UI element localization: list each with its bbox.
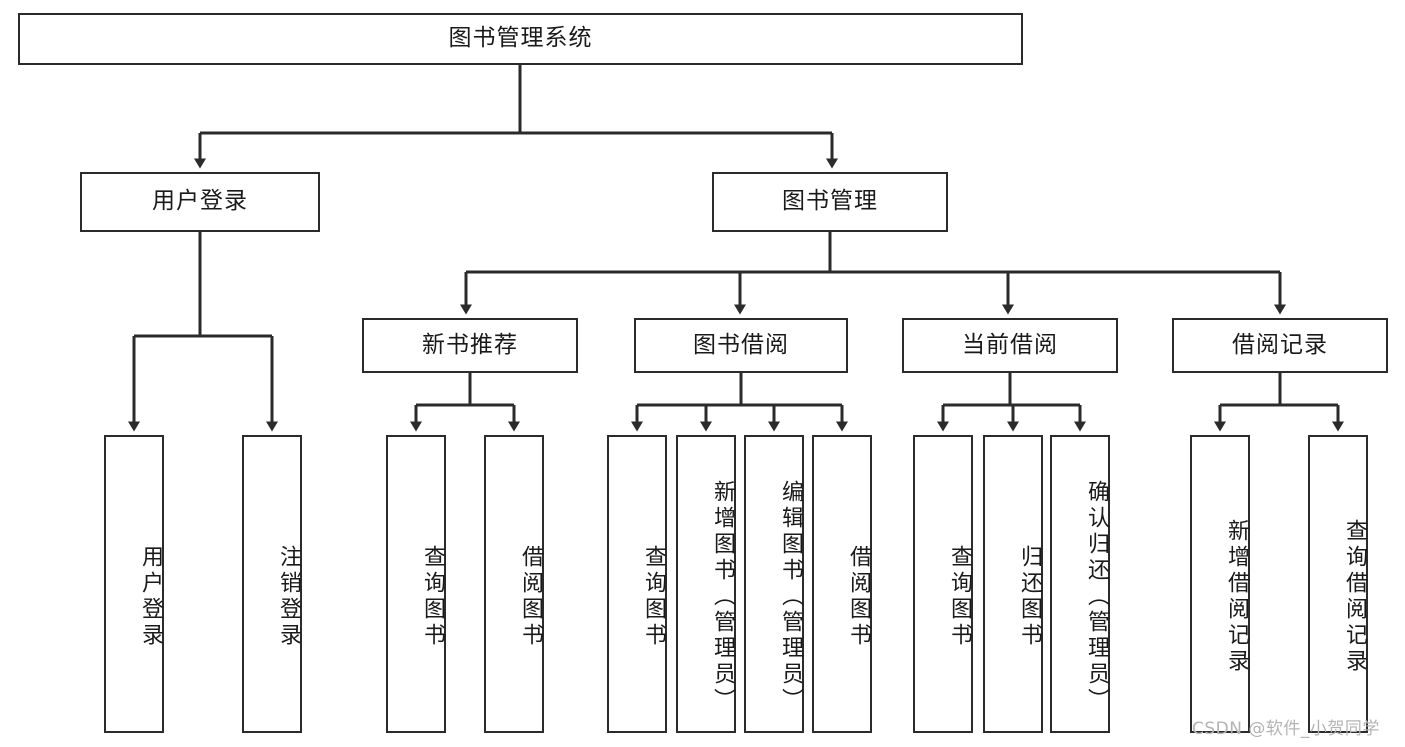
leaf-borrow-lend-book-label: 借阅图书: [846, 545, 871, 649]
node-borrow-records-label: 借阅记录: [1232, 331, 1328, 358]
leaf-current-confirm-return-label: 确认归还（管理员）: [1084, 480, 1109, 714]
leaf-current-query[interactable]: 查询图书: [913, 435, 973, 733]
leaf-records-query[interactable]: 查询借阅记录: [1308, 435, 1368, 733]
leaf-records-add[interactable]: 新增借阅记录: [1190, 435, 1250, 733]
node-book-borrow[interactable]: 图书借阅: [634, 318, 848, 373]
node-user-login[interactable]: 用户登录: [80, 172, 320, 232]
leaf-newbook-borrow[interactable]: 借阅图书: [484, 435, 544, 733]
leaf-newbook-query-label: 查询图书: [420, 545, 445, 649]
leaf-borrow-add-book-label: 新增图书（管理员）: [710, 480, 735, 714]
leaf-user-logout[interactable]: 注销登录: [242, 435, 302, 733]
leaf-newbook-borrow-label: 借阅图书: [518, 545, 543, 649]
node-book-management[interactable]: 图书管理: [712, 172, 948, 232]
node-borrow-records[interactable]: 借阅记录: [1172, 318, 1388, 373]
leaf-borrow-edit-book-label: 编辑图书（管理员）: [778, 480, 803, 714]
node-root[interactable]: 图书管理系统: [18, 13, 1023, 65]
leaf-user-login-label: 用户登录: [138, 545, 163, 649]
node-book-borrow-label: 图书借阅: [693, 331, 789, 358]
node-book-management-label: 图书管理: [782, 188, 878, 215]
leaf-current-return[interactable]: 归还图书: [983, 435, 1043, 733]
node-current-borrow[interactable]: 当前借阅: [902, 318, 1118, 373]
leaf-user-login[interactable]: 用户登录: [104, 435, 164, 733]
node-new-book-recommend-label: 新书推荐: [422, 331, 518, 358]
node-user-login-label: 用户登录: [152, 188, 248, 215]
node-current-borrow-label: 当前借阅: [962, 331, 1058, 358]
leaf-borrow-edit-book[interactable]: 编辑图书（管理员）: [744, 435, 804, 733]
leaf-borrow-lend-book[interactable]: 借阅图书: [812, 435, 872, 733]
watermark: CSDN @软件_小贺同学: [1192, 719, 1380, 739]
leaf-borrow-add-book[interactable]: 新增图书（管理员）: [676, 435, 736, 733]
leaf-current-confirm-return[interactable]: 确认归还（管理员）: [1050, 435, 1110, 733]
leaf-records-add-label: 新增借阅记录: [1224, 519, 1249, 675]
leaf-records-query-label: 查询借阅记录: [1342, 519, 1367, 675]
leaf-newbook-query[interactable]: 查询图书: [386, 435, 446, 733]
leaf-borrow-query[interactable]: 查询图书: [607, 435, 667, 733]
leaf-current-query-label: 查询图书: [947, 545, 972, 649]
node-root-label: 图书管理系统: [448, 25, 593, 52]
leaf-borrow-query-label: 查询图书: [641, 545, 666, 649]
node-new-book-recommend[interactable]: 新书推荐: [362, 318, 578, 373]
leaf-user-logout-label: 注销登录: [276, 545, 301, 649]
leaf-current-return-label: 归还图书: [1017, 545, 1042, 649]
